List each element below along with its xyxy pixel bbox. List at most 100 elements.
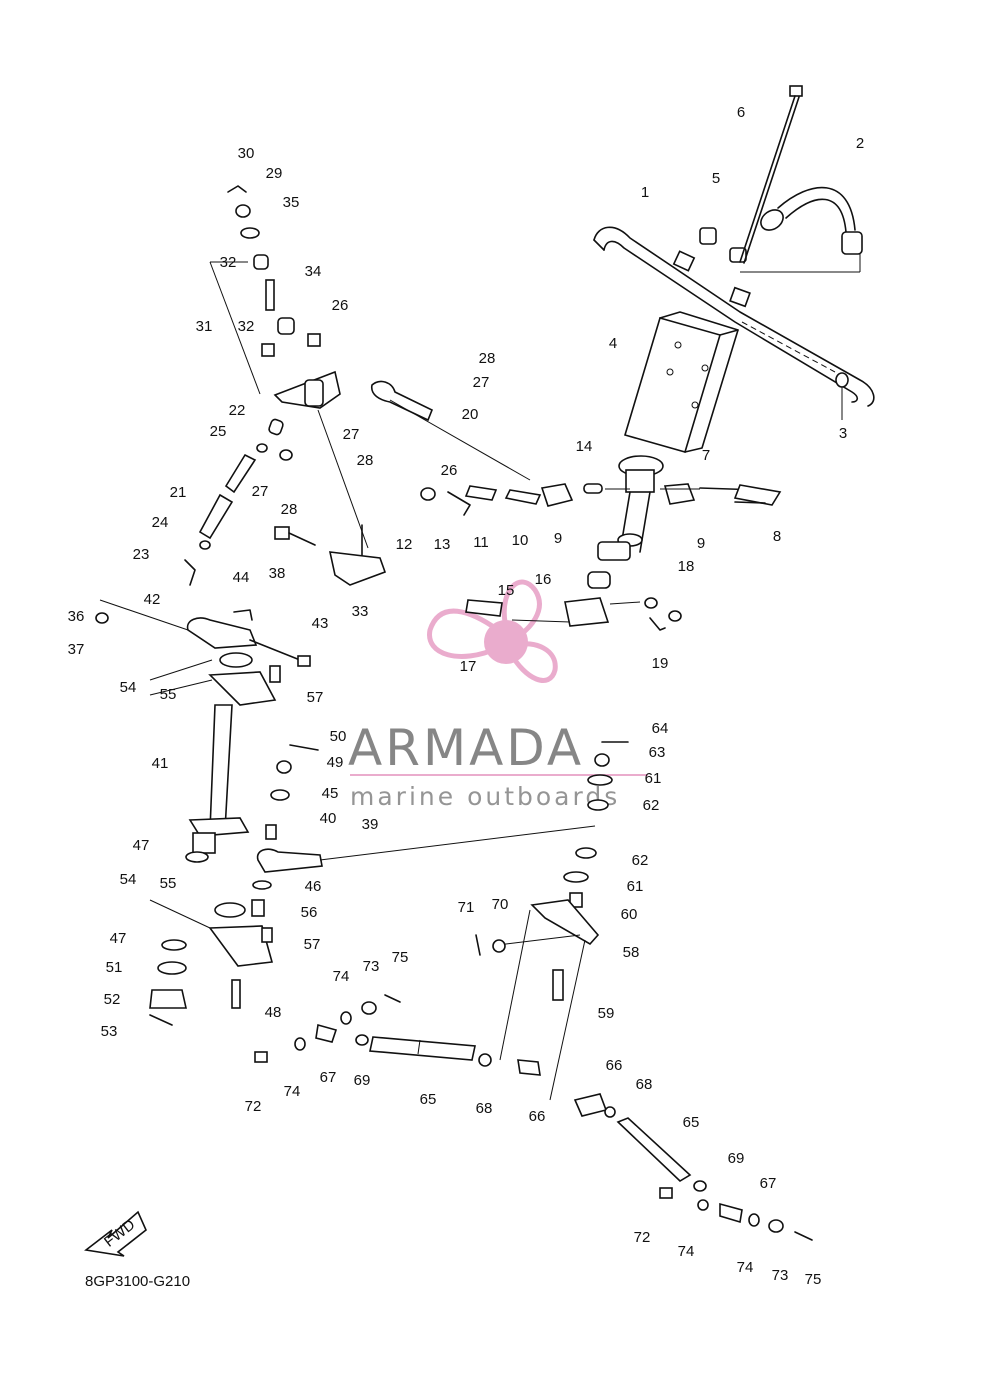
part-number-label: 74 [333, 968, 350, 985]
part-number-label: 9 [697, 535, 705, 552]
part-number-label: 43 [312, 615, 329, 632]
part-number-label: 16 [535, 571, 552, 588]
fwd-arrow-icon: FWD [84, 1210, 147, 1257]
line-art: FWD [84, 85, 875, 1257]
tiller-bracket [624, 311, 739, 453]
part-number-label: 48 [265, 1004, 282, 1021]
part-number-label: 57 [304, 936, 321, 953]
part-number-label: 73 [772, 1267, 789, 1284]
part-number-label: 7 [702, 447, 710, 464]
part-number-label: 23 [133, 546, 150, 563]
part-number-label: 18 [678, 558, 695, 575]
part-number-label: 47 [110, 930, 127, 947]
part-number-label: 54 [120, 871, 137, 888]
part-number-label: 26 [332, 297, 349, 314]
part-number-label: 66 [529, 1108, 546, 1125]
part-number-label: 34 [305, 263, 322, 280]
part-number-label: 74 [284, 1083, 301, 1100]
part-number-label: 55 [160, 686, 177, 703]
part-number-label: 55 [160, 875, 177, 892]
part-number-label: 47 [133, 837, 150, 854]
bracket-33 [274, 524, 387, 586]
part-number-label: 12 [396, 536, 413, 553]
part-number-label: 2 [856, 135, 864, 152]
part-number-label: 40 [320, 810, 337, 827]
watermark-subtitle: marine outboards [350, 782, 620, 811]
part-number-label: 66 [606, 1057, 623, 1074]
part-number-label: 8 [773, 528, 781, 545]
steering-handle [593, 226, 875, 407]
part-number-label: 54 [120, 679, 137, 696]
part-number-label: 33 [352, 603, 369, 620]
part-number-label: 46 [305, 878, 322, 895]
part-number-label: 67 [760, 1175, 777, 1192]
part-number-label: 52 [104, 991, 121, 1008]
watermark-title: ARMADA [348, 719, 584, 777]
part-number-label: 13 [434, 536, 451, 553]
part-number-label: 68 [476, 1100, 493, 1117]
part-number-label: 14 [576, 438, 593, 455]
part-number-label: 69 [354, 1072, 371, 1089]
mid-arm-39 [252, 744, 596, 890]
part-number-label: 5 [712, 170, 720, 187]
link-rod-65-right [573, 1093, 813, 1241]
part-number-label: 9 [554, 530, 562, 547]
part-number-label: 75 [805, 1271, 822, 1288]
part-number-label: 74 [737, 1259, 754, 1276]
part-number-label: 45 [322, 785, 339, 802]
arm-20 [370, 380, 531, 481]
part-number-label: 35 [283, 194, 300, 211]
part-number-label: 61 [645, 770, 662, 787]
part-number-label: 65 [683, 1114, 700, 1131]
part-number-label: 74 [678, 1243, 695, 1260]
part-number-label: 3 [839, 425, 847, 442]
handle-clamps [699, 227, 747, 263]
part-number-label: 69 [728, 1150, 745, 1167]
arm-42 [95, 599, 311, 667]
part-number-label: 27 [343, 426, 360, 443]
long-bolt-6 [739, 85, 803, 264]
part-number-label: 75 [392, 949, 409, 966]
part-number-label: 37 [68, 641, 85, 658]
part-number-label: 31 [196, 318, 213, 335]
part-number-label: 51 [106, 959, 123, 976]
part-number-label: 58 [623, 944, 640, 961]
part-number-label: 1 [641, 184, 649, 201]
steering-shaft-41 [188, 704, 250, 854]
part-number-label: 20 [462, 406, 479, 423]
part-number-label: 27 [473, 374, 490, 391]
part-number-label: 57 [307, 689, 324, 706]
part-number-label: 21 [170, 484, 187, 501]
part-number-label: 44 [233, 569, 250, 586]
part-number-label: 6 [737, 104, 745, 121]
link-rod-8 [699, 484, 782, 506]
part-number-label: 56 [301, 904, 318, 921]
part-number-label: 63 [649, 744, 666, 761]
throttle-cable [740, 186, 863, 273]
lower-block [149, 851, 274, 1026]
part-number-label: 72 [634, 1229, 651, 1246]
part-number-label: 68 [636, 1076, 653, 1093]
linkage-parts [420, 483, 700, 516]
part-number-label: 29 [266, 165, 283, 182]
part-number-label: 62 [643, 797, 660, 814]
part-number-label: 72 [245, 1098, 262, 1115]
part-number-label: 10 [512, 532, 529, 549]
propeller-logo-icon [427, 579, 558, 683]
part-number-label: 28 [281, 501, 298, 518]
part-number-label: 59 [598, 1005, 615, 1022]
part-number-label: 27 [252, 483, 269, 500]
propeller-hub-icon [484, 620, 528, 664]
part-number-label: 30 [238, 145, 255, 162]
part-number-label: 19 [652, 655, 669, 672]
part-number-label: 15 [498, 582, 515, 599]
part-number-label: 53 [101, 1023, 118, 1040]
part-number-label: 26 [441, 462, 458, 479]
part-number-label: 73 [363, 958, 380, 975]
part-number-label: 64 [652, 720, 669, 737]
steering-shaft-upper [597, 455, 664, 561]
part-number-label: 32 [220, 254, 237, 271]
part-number-label: 4 [609, 335, 617, 352]
watermark: ARMADA marine outboards [348, 579, 648, 811]
